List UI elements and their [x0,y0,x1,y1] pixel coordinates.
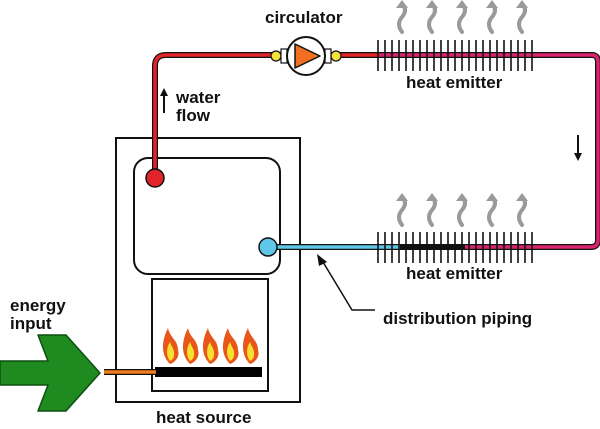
heat-emitter-bottom-label: heat emitter [406,264,503,283]
heat-emitter-top-fins [377,40,533,71]
heat-source-cabinet [115,137,301,403]
heat-wave-arrowheads-top [396,0,528,8]
heat-wave-icons-top [397,2,527,34]
circulator-label: circulator [265,8,343,27]
supply-outlet-node [145,168,165,188]
return-inlet-node [258,237,278,257]
distribution-piping-leader [317,254,375,311]
energy-input-label: energy input [10,296,66,333]
supply-pipe [152,52,600,250]
water-flow-label: water flow [176,88,221,125]
distribution-piping-label: distribution piping [383,309,533,328]
heat-wave-arrowheads-bottom [396,193,528,201]
pump-icon [270,36,342,76]
heat-emitter-bottom-fins [377,232,533,263]
arrow-right-icon [0,334,101,412]
burner [155,367,262,377]
return-flow-arrow-icon [574,135,582,161]
water-flow-arrow-icon [160,88,168,113]
heat-source-label: heat source [156,408,252,427]
flame-icons [163,328,259,364]
heat-wave-icons-bottom [397,195,527,227]
heat-emitter-top-label: heat emitter [406,73,503,92]
